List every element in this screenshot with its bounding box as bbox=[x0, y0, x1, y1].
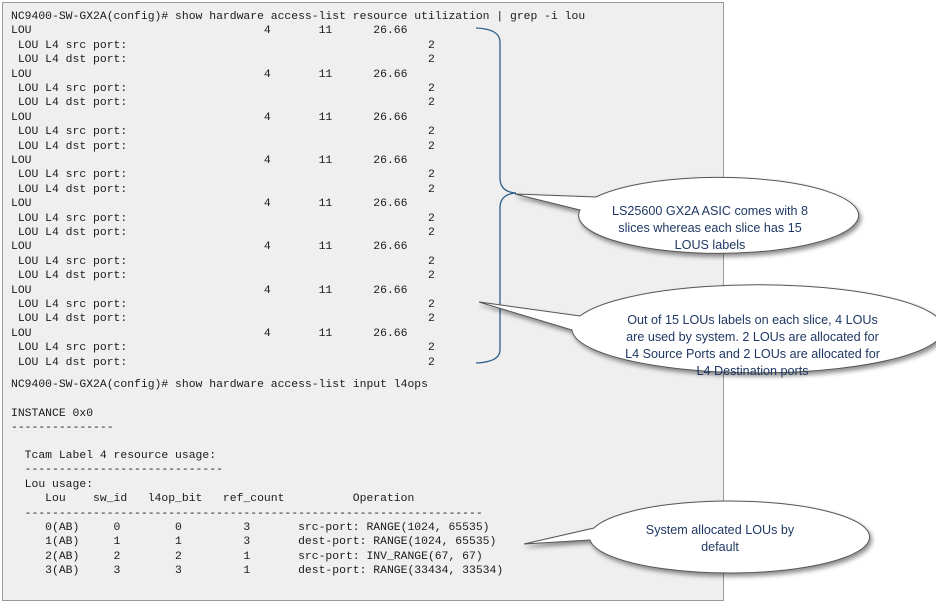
terminal-line: LOU 4 11 26.66 bbox=[11, 284, 408, 297]
terminal-line: LOU L4 dst port: 2 bbox=[11, 97, 435, 110]
terminal-line: ----------------------------- bbox=[11, 464, 223, 477]
terminal-line: Tcam Label 4 resource usage: bbox=[11, 450, 217, 462]
terminal-line: LOU L4 src port: 2 bbox=[11, 212, 435, 225]
terminal-line: LOU 4 11 26.66 bbox=[11, 68, 408, 81]
terminal-line: LOU L4 src port: 2 bbox=[11, 169, 435, 182]
terminal-line: LOU L4 src port: 2 bbox=[11, 299, 435, 311]
terminal-line: LOU 4 11 26.66 bbox=[11, 241, 408, 254]
terminal-line: ----------------------------------------… bbox=[11, 507, 483, 520]
terminal-line: LOU L4 dst port: 2 bbox=[11, 227, 435, 239]
terminal-line: LOU 4 11 26.66 bbox=[11, 111, 408, 124]
terminal-line: LOU 4 11 26.66 bbox=[11, 327, 408, 340]
terminal-line: LOU L4 dst port: 2 bbox=[11, 270, 435, 283]
terminal-line: 1(AB) 1 1 3 dest-port: RANGE(1024, 65535… bbox=[11, 536, 497, 549]
terminal-command-line: NC9400-SW-GX2A(config)# show hardware ac… bbox=[11, 379, 428, 391]
terminal-line: NC9400-SW-GX2A(config)# show hardware ac… bbox=[11, 11, 586, 23]
terminal-line: LOU 4 11 26.66 bbox=[11, 25, 408, 38]
callout-bubble bbox=[478, 284, 936, 374]
terminal-line: LOU L4 src port: 2 bbox=[11, 126, 435, 139]
terminal-line: Lou usage: bbox=[11, 478, 94, 491]
callout-text: System allocated LOUs by default bbox=[645, 523, 795, 554]
terminal-line: LOU L4 src port: 2 bbox=[11, 39, 435, 52]
terminal-line: LOU L4 dst port: 2 bbox=[11, 313, 435, 326]
terminal-line: LOU L4 src port: 2 bbox=[11, 342, 435, 355]
terminal-line: --------------- bbox=[11, 422, 114, 435]
terminal-line: LOU L4 dst port: 2 bbox=[11, 54, 435, 67]
terminal-line: 3(AB) 3 3 1 dest-port: RANGE(33434, 3353… bbox=[11, 565, 504, 578]
terminal-line: 0(AB) 0 0 3 src-port: RANGE(1024, 65535) bbox=[11, 522, 490, 534]
callout-bubble bbox=[514, 176, 860, 254]
terminal-line: LOU L4 src port: 2 bbox=[11, 255, 435, 268]
terminal-line: LOU L4 dst port: 2 bbox=[11, 356, 435, 369]
terminal-line: LOU 4 11 26.66 bbox=[11, 155, 408, 167]
brace-bracket bbox=[475, 27, 517, 364]
terminal-output-panel: NC9400-SW-GX2A(config)# show hardware ac… bbox=[2, 2, 724, 601]
terminal-line: LOU L4 dst port: 2 bbox=[11, 183, 435, 196]
terminal-line: LOU 4 11 26.66 bbox=[11, 198, 408, 211]
callout-bubble bbox=[523, 500, 870, 574]
terminal-line: Lou sw_id l4op_bit ref_count Operation bbox=[11, 493, 415, 506]
terminal-line: INSTANCE 0x0 bbox=[11, 407, 94, 420]
terminal-line: LOU L4 dst port: 2 bbox=[11, 140, 435, 153]
callout-text: Out of 15 LOUs labels on each slice, 4 L… bbox=[625, 313, 880, 378]
terminal-line: 2(AB) 2 2 1 src-port: INV_RANGE(67, 67) bbox=[11, 550, 483, 563]
callout-text: LS25600 GX2A ASIC comes with 8 slices wh… bbox=[611, 204, 808, 252]
terminal-line: LOU L4 src port: 2 bbox=[11, 83, 435, 95]
